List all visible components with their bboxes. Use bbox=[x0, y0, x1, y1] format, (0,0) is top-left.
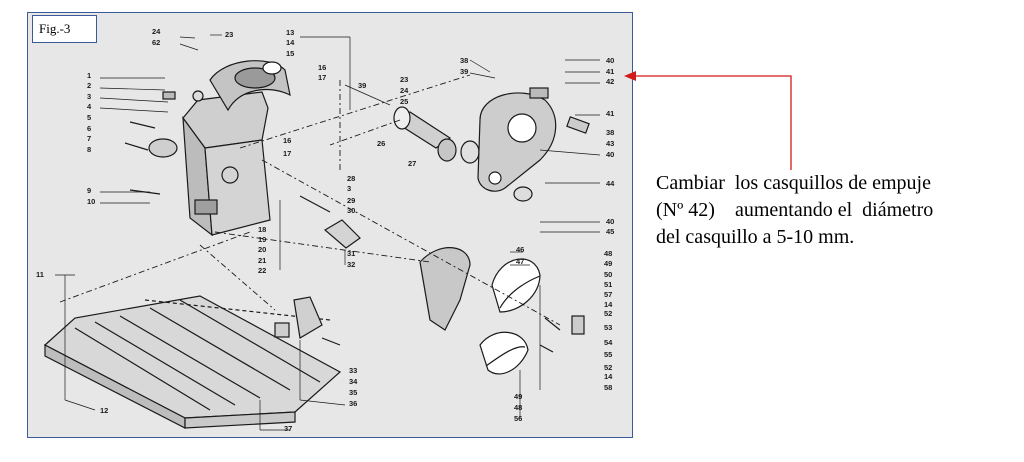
shaft-part bbox=[393, 106, 480, 164]
part-number-callout: 3 bbox=[347, 184, 351, 193]
part-number-callout: 52 bbox=[604, 309, 612, 318]
part-number-callout: 39 bbox=[460, 67, 468, 76]
blade-guard-part bbox=[419, 247, 541, 331]
part-number-callout: 53 bbox=[604, 323, 612, 332]
part-number-callout: 8 bbox=[87, 145, 91, 154]
part-number-callout: 40 bbox=[606, 150, 614, 159]
part-number-callout: 40 bbox=[606, 56, 614, 65]
part-number-callout: 57 bbox=[604, 290, 612, 299]
part-number-callout: 16 bbox=[283, 136, 291, 145]
part-number-callout: 26 bbox=[377, 139, 385, 148]
part-number-callout: 47 bbox=[516, 257, 524, 266]
part-number-callout: 22 bbox=[258, 266, 266, 275]
part-number-callout: 5 bbox=[87, 113, 91, 122]
part-number-callout: 9 bbox=[87, 186, 91, 195]
part-number-callout: 15 bbox=[286, 49, 294, 58]
part-number-callout: 48 bbox=[604, 249, 612, 258]
figure-label: Fig.-3 bbox=[32, 15, 97, 43]
lever-part bbox=[299, 195, 361, 249]
part-number-callout: 55 bbox=[604, 350, 612, 359]
part-number-callout: 25 bbox=[400, 97, 408, 106]
part-number-callout: 27 bbox=[408, 159, 416, 168]
part-number-callout: 10 bbox=[87, 197, 95, 206]
column-frame-part bbox=[182, 91, 271, 237]
part-number-callout: 2 bbox=[87, 81, 91, 90]
part-number-callout: 6 bbox=[87, 124, 91, 133]
part-number-callout: 31 bbox=[347, 249, 355, 258]
note-line: Cambiar los casquillos de empuje bbox=[656, 172, 931, 194]
leader-lines bbox=[55, 34, 601, 431]
note-line: del casquillo a 5-10 mm. bbox=[656, 226, 855, 248]
part-number-callout: 58 bbox=[604, 383, 612, 392]
part-number-callout: 56 bbox=[514, 414, 522, 423]
part-number-callout: 24 bbox=[152, 27, 161, 36]
part-number-callout: 62 bbox=[152, 38, 160, 47]
part-number-callout: 28 bbox=[347, 174, 355, 183]
part-number-callout: 48 bbox=[514, 403, 522, 412]
part-number-callout: 34 bbox=[349, 377, 358, 386]
part-number-callout: 14 bbox=[286, 38, 295, 47]
part-number-callout: 33 bbox=[349, 366, 357, 375]
part-number-callout: 51 bbox=[604, 280, 612, 289]
part-number-callout: 3 bbox=[87, 92, 91, 101]
part-number-callout: 30 bbox=[347, 206, 355, 215]
part-number-callout: 18 bbox=[258, 225, 266, 234]
upper-clamp-part bbox=[209, 60, 291, 112]
base-table-part bbox=[43, 295, 342, 429]
handle-part bbox=[274, 296, 341, 346]
part-number-callout: 41 bbox=[606, 67, 614, 76]
pointer-arrow bbox=[624, 71, 792, 170]
part-number-callout: 36 bbox=[349, 399, 357, 408]
part-number-callout: 46 bbox=[516, 245, 524, 254]
instruction-note: Cambiar los casquillos de empuje (Nº 42)… bbox=[656, 170, 1006, 251]
assembly-lines bbox=[59, 74, 561, 326]
lower-guard-part bbox=[479, 331, 529, 375]
part-number-callout: 50 bbox=[604, 270, 612, 279]
part-number-callout: 19 bbox=[258, 235, 266, 244]
part-number-callout: 4 bbox=[87, 102, 92, 111]
part-number-callout: 38 bbox=[460, 56, 468, 65]
part-number-callout: 7 bbox=[87, 134, 91, 143]
part-number-callout: 23 bbox=[225, 30, 233, 39]
part-number-callout: 42 bbox=[606, 77, 614, 86]
motor-housing-part bbox=[477, 87, 590, 202]
part-number-callout: 20 bbox=[258, 245, 266, 254]
part-number-callout: 35 bbox=[349, 388, 357, 397]
part-number-callout: 29 bbox=[347, 196, 355, 205]
part-number-callout: 49 bbox=[604, 259, 612, 268]
part-number-callout: 32 bbox=[347, 260, 355, 269]
part-number-callout: 41 bbox=[606, 109, 614, 118]
part-number-callout: 14 bbox=[604, 300, 613, 309]
part-number-callout: 37 bbox=[284, 424, 292, 433]
part-number-callout: 16 bbox=[318, 63, 326, 72]
part-number-callout: 39 bbox=[358, 81, 366, 90]
part-number-callout: 17 bbox=[318, 73, 326, 82]
part-number-callout: 49 bbox=[514, 392, 522, 401]
part-number-callout: 21 bbox=[258, 256, 266, 265]
part-number-callout: 17 bbox=[283, 149, 291, 158]
part-number-callout: 23 bbox=[400, 75, 408, 84]
part-number-callout: 45 bbox=[606, 227, 614, 236]
part-number-callout: 43 bbox=[606, 139, 614, 148]
part-number-callout: 52 bbox=[604, 363, 612, 372]
part-number-callout: 11 bbox=[36, 270, 44, 279]
part-number-callout: 12 bbox=[100, 406, 108, 415]
part-number-callout: 14 bbox=[604, 372, 613, 381]
part-number-callout: 44 bbox=[606, 179, 615, 188]
part-number-callout: 40 bbox=[606, 217, 614, 226]
part-number-callout: 1 bbox=[87, 71, 91, 80]
part-number-callout: 24 bbox=[400, 86, 409, 95]
part-number-callout: 38 bbox=[606, 128, 614, 137]
part-number-callout: 13 bbox=[286, 28, 294, 37]
small-parts-cluster bbox=[539, 315, 585, 353]
part-number-callout: 54 bbox=[604, 338, 613, 347]
note-line: (Nº 42) aumentando el diámetro bbox=[656, 199, 934, 221]
